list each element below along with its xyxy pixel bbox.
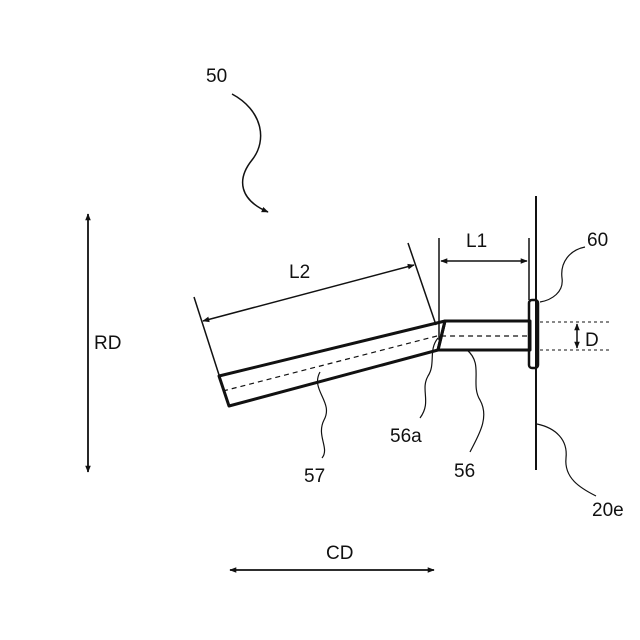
dimension-l2-ext-left [194, 297, 220, 378]
label-57: 57 [304, 466, 325, 487]
label-l2: L2 [289, 262, 310, 283]
label-20e: 20e [592, 500, 624, 521]
leader-50 [232, 94, 268, 212]
leader-57 [318, 372, 327, 458]
label-60: 60 [587, 230, 608, 251]
label-l1: L1 [466, 231, 487, 252]
label-56: 56 [454, 461, 475, 482]
label-cd: CD [326, 543, 353, 564]
leader-20e [537, 424, 596, 496]
label-rd: RD [94, 333, 121, 354]
label-56a: 56a [390, 426, 422, 447]
leader-60 [540, 247, 585, 302]
label-50: 50 [206, 66, 227, 87]
label-d: D [585, 330, 599, 351]
dimension-l2-ext-right [408, 243, 436, 325]
leader-56 [467, 350, 484, 452]
